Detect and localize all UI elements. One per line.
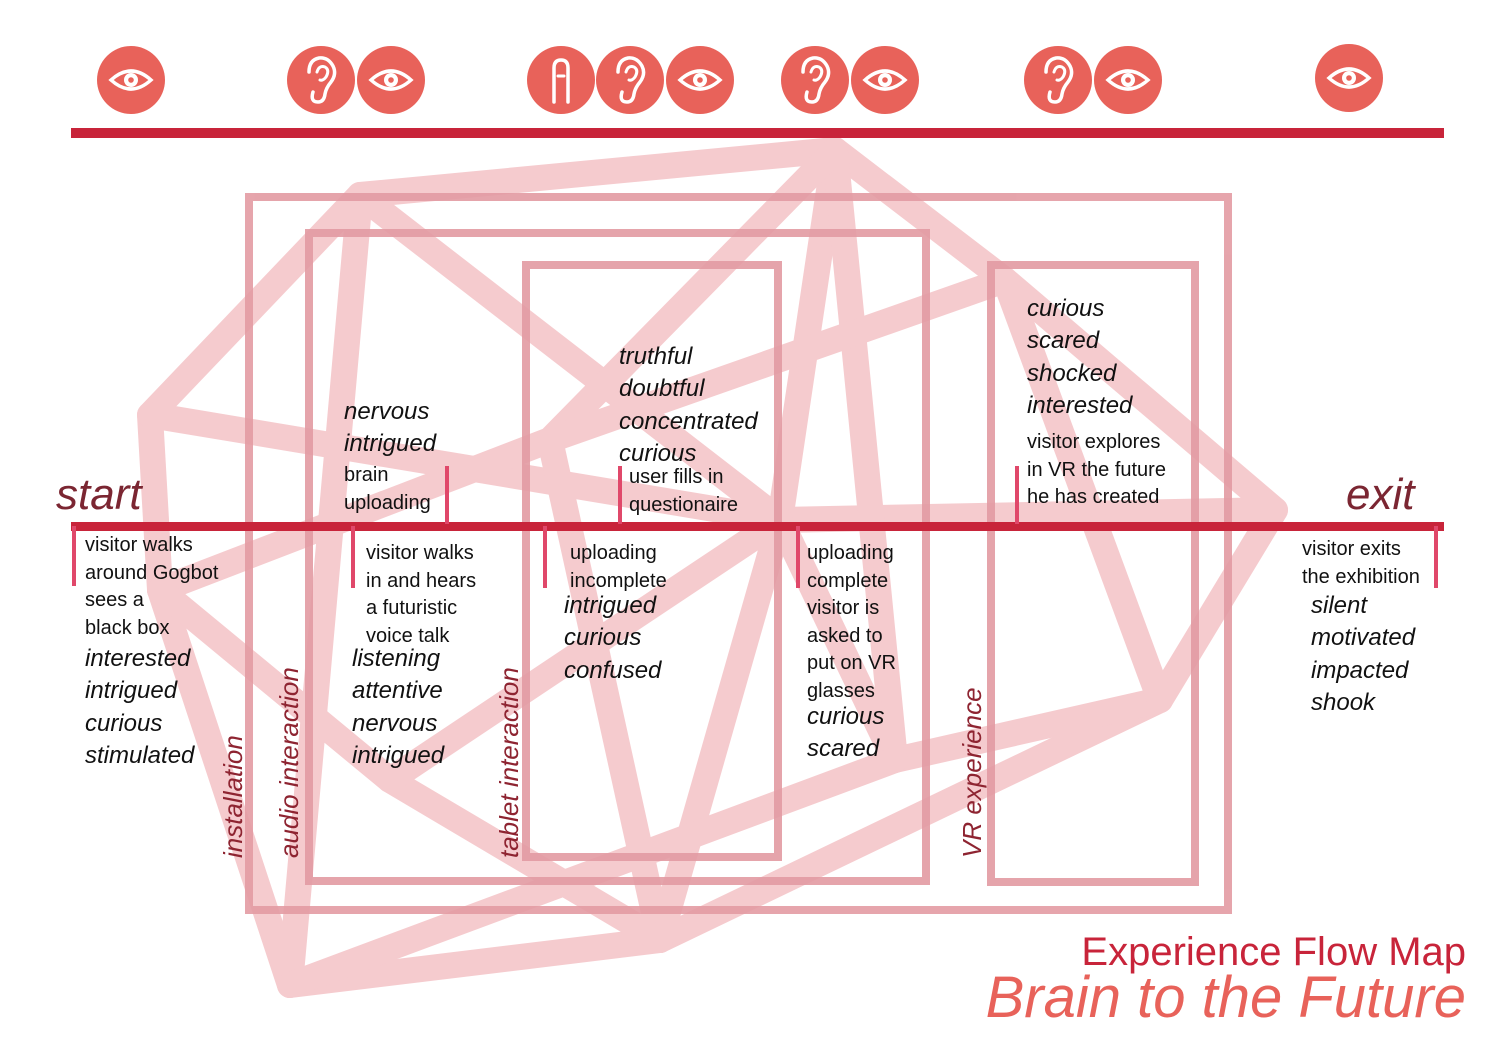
stage-vr-experience: VR experience <box>957 687 987 858</box>
stage-audio-interaction: audio interaction <box>274 667 304 858</box>
project-title: Brain to the Future <box>985 965 1466 1030</box>
step-walk-in-emotions: listening attentive nervous intrigued <box>352 645 445 769</box>
step-exit-emotions: silent motivated impacted shook <box>1311 592 1416 716</box>
tick-upload-incomplete <box>543 526 547 588</box>
exit-label: exit <box>1346 470 1415 519</box>
map-title: Experience Flow Map <box>1081 930 1466 974</box>
eye-icon <box>666 46 734 114</box>
step-brain-upload: brain uploading <box>344 464 431 514</box>
start-label: start <box>56 470 142 519</box>
eye-icon <box>357 46 425 114</box>
step-questionaire-emotions: truthful doubtful concentrated curious <box>619 343 758 467</box>
step-walk-around: visitor walks around Gogbot sees a black… <box>85 534 219 639</box>
tablet-box <box>522 261 782 861</box>
vr-box <box>987 261 1199 886</box>
step-walk-around-emotions: interested intrigued curious stimulated <box>85 645 195 769</box>
tick-walk-in <box>351 526 355 588</box>
audio-box <box>305 229 930 885</box>
tick-vr <box>1015 466 1019 524</box>
step-upload-incomplete: uploading incomplete <box>570 542 667 592</box>
step-exit: visitor exits the exhibition <box>1302 538 1420 588</box>
eye-icon <box>97 46 165 114</box>
step-brain-upload-emotions: nervous intrigued <box>344 398 437 458</box>
tick-start <box>72 526 76 586</box>
ear-icon <box>287 46 355 114</box>
step-upload-incomplete-emotions: intrigued curious confused <box>564 592 662 684</box>
stage-tablet-interaction: tablet interaction <box>494 667 524 858</box>
ear-icon <box>781 46 849 114</box>
tick-questionaire <box>618 466 622 524</box>
eye-icon <box>1315 44 1383 112</box>
step-questionaire: user fills in questionaire <box>629 466 738 516</box>
tick-exit <box>1434 526 1438 588</box>
finger-icon <box>527 46 595 114</box>
ear-icon <box>1024 46 1092 114</box>
ear-icon <box>596 46 664 114</box>
step-walk-in: visitor walks in and hears a futuristic … <box>366 542 477 647</box>
step-upload-complete: uploading complete visitor is asked to p… <box>807 542 896 702</box>
step-vr-explore: visitor explores in VR the future he has… <box>1027 431 1166 508</box>
journey-timeline-line <box>71 522 1444 531</box>
step-vr-emotions: curious scared shocked interested <box>1027 295 1133 419</box>
step-upload-complete-emotions: curious scared <box>807 703 885 763</box>
tick-brain-upload <box>445 466 449 524</box>
eye-icon <box>851 46 919 114</box>
eye-icon <box>1094 46 1162 114</box>
installation-box <box>245 193 1232 914</box>
tick-upload-complete <box>796 526 800 588</box>
stage-installation: installation <box>218 735 248 858</box>
senses-timeline-line <box>71 128 1444 138</box>
